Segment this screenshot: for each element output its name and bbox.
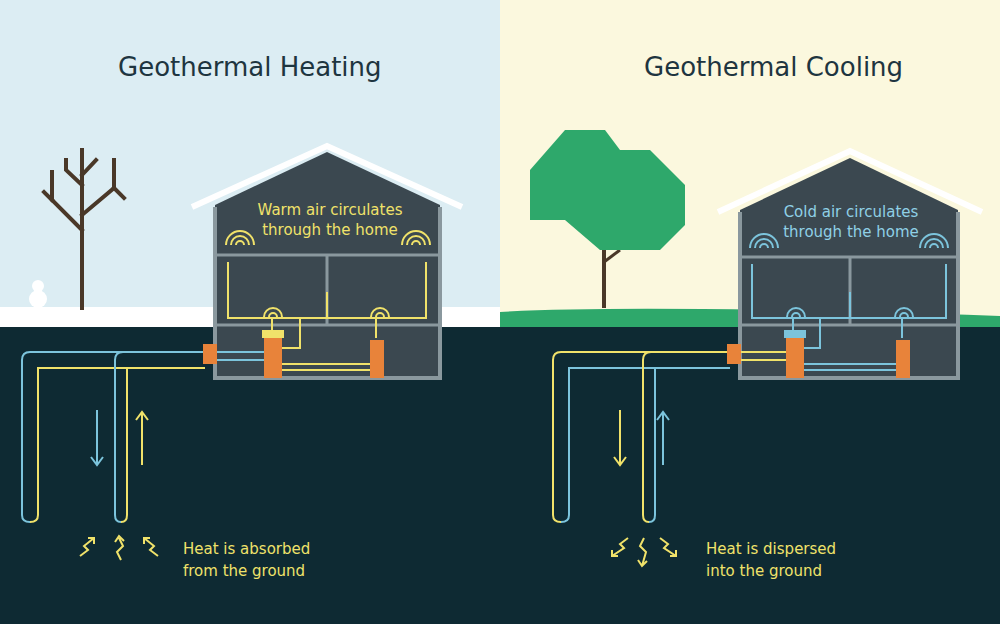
flow-arrows	[91, 410, 148, 465]
ground-caption: Heat is dispersed into the ground	[706, 538, 856, 582]
heat-dispersed-arrows	[612, 538, 676, 566]
house-left	[192, 146, 462, 378]
house-caption: Warm air circulates through the home	[246, 200, 414, 240]
house-caption-box: Cold air circulates through the home	[763, 200, 939, 244]
house-caption: Cold air circulates through the home	[767, 202, 935, 242]
house-right	[718, 151, 982, 378]
green-tree	[530, 130, 685, 308]
house-caption-box: Warm air circulates through the home	[242, 198, 418, 242]
bare-tree	[44, 150, 124, 308]
snowman	[29, 280, 47, 308]
loop-connector	[727, 344, 741, 364]
panel-heading: Geothermal Heating	[118, 50, 382, 84]
loop-connector	[203, 344, 217, 364]
flow-arrows	[614, 410, 669, 465]
ground-caption: Heat is absorbed from the ground	[183, 538, 333, 582]
ground	[0, 326, 1000, 624]
ground-loop-left	[22, 352, 205, 522]
heat-absorbed-arrows	[80, 536, 158, 560]
panel-heading: Geothermal Cooling	[644, 50, 903, 84]
ground-loop-right	[553, 352, 730, 522]
